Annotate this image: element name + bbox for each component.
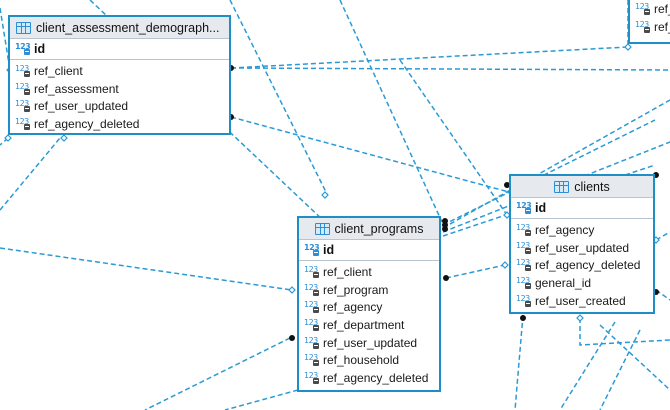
column-name: ref_department bbox=[323, 317, 405, 332]
numeric-column-icon: 123 bbox=[516, 202, 532, 214]
column-name: ref_program bbox=[323, 282, 389, 297]
numeric-column-icon: 123 bbox=[304, 371, 320, 384]
numeric-column-icon: 123 bbox=[15, 82, 31, 95]
column-name: id bbox=[34, 42, 46, 56]
numeric-column-icon: 123 bbox=[15, 117, 31, 130]
numeric-column-icon: 123 bbox=[304, 336, 320, 349]
column-name: ref_agency bbox=[535, 222, 595, 237]
column-name: ref_ bbox=[654, 19, 670, 34]
numeric-column-icon: 123 bbox=[15, 43, 31, 55]
primary-key-row[interactable]: 123 id bbox=[511, 198, 653, 219]
column-name: ref_user_updated bbox=[323, 335, 418, 350]
numeric-column-icon: 123 bbox=[304, 354, 320, 367]
table-header[interactable]: clients bbox=[511, 176, 653, 198]
column-name: ref_agency_deleted bbox=[535, 258, 641, 273]
column-name: ref_client bbox=[34, 63, 83, 78]
numeric-column-icon: 123 bbox=[304, 265, 320, 278]
column-name: ref_user_updated bbox=[34, 99, 129, 114]
primary-key-row[interactable]: 123 id bbox=[299, 240, 439, 261]
numeric-column-icon: 123 bbox=[304, 318, 320, 331]
column-name: ref_user_updated bbox=[535, 240, 630, 255]
numeric-column-icon: 123 bbox=[516, 294, 532, 307]
column-name: ref_agency_deleted bbox=[34, 116, 140, 131]
column-name: ref_agency bbox=[323, 300, 383, 315]
numeric-column-icon: 123 bbox=[516, 241, 532, 254]
numeric-column-icon: 123 bbox=[635, 20, 651, 33]
column-name: id bbox=[535, 201, 547, 215]
column-name: ref_assessment bbox=[34, 81, 119, 96]
table-title: clients bbox=[574, 179, 610, 194]
numeric-column-icon: 123 bbox=[15, 64, 31, 77]
column-name: ref_user_created bbox=[535, 293, 626, 308]
numeric-column-icon: 123 bbox=[304, 283, 320, 296]
column-name: general_id bbox=[535, 275, 592, 290]
column-name: ref_agency_deleted bbox=[323, 370, 429, 385]
primary-key-row[interactable]: 123 id bbox=[10, 39, 229, 60]
table-title: client_programs bbox=[334, 221, 424, 236]
column-name: id bbox=[323, 243, 335, 257]
numeric-column-icon: 123 bbox=[304, 244, 320, 256]
table-header[interactable]: client_assessment_demograph... bbox=[10, 17, 229, 39]
numeric-column-icon: 123 bbox=[516, 223, 532, 236]
column-name: ref_client bbox=[323, 264, 372, 279]
column-name: ref_household bbox=[323, 353, 400, 368]
table-title: client_assessment_demograph... bbox=[36, 20, 220, 35]
table-icon bbox=[314, 222, 330, 235]
numeric-column-icon: 123 bbox=[516, 276, 532, 289]
table-icon bbox=[16, 21, 31, 34]
numeric-column-icon: 123 bbox=[304, 301, 320, 314]
table-client-assessment-demographics[interactable]: client_assessment_demograph... 123 id 12… bbox=[8, 15, 231, 135]
numeric-column-icon: 123 bbox=[15, 100, 31, 113]
column-name: ref_ bbox=[654, 1, 670, 16]
table-header[interactable]: client_programs bbox=[299, 218, 439, 240]
numeric-column-icon: 123 bbox=[635, 2, 651, 15]
numeric-column-icon: 123 bbox=[516, 259, 532, 272]
table-icon bbox=[554, 180, 570, 193]
